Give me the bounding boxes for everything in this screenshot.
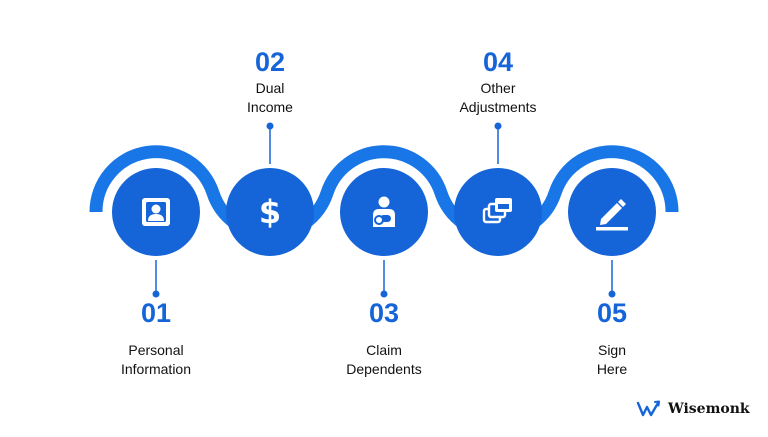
connector-dot [608, 290, 616, 298]
brand-name: Wisemonk [668, 401, 750, 417]
wave-band [89, 145, 679, 241]
step-label-line: Sign [597, 342, 627, 358]
step-label-line: Personal [128, 342, 184, 358]
step-label-line: Income [247, 99, 293, 115]
step-number: 02 [254, 47, 286, 77]
connector-dot [494, 122, 502, 130]
step-label-line: Information [120, 361, 192, 377]
wisemonk-logo-icon [636, 400, 660, 417]
step-label-line: Dependents [346, 361, 422, 377]
brand: Wisemonk [636, 398, 750, 420]
step-number: 04 [482, 47, 514, 77]
connector-dot [380, 290, 388, 298]
step-circle [226, 168, 314, 256]
step-label-line: Adjustments [459, 99, 537, 115]
connector-dot [152, 290, 160, 298]
person-dependents-icon [373, 196, 395, 227]
pen-sign-icon [596, 199, 628, 231]
connector-dot [266, 122, 274, 130]
stacked-windows-icon [482, 198, 512, 224]
dollar-icon: $ [259, 193, 281, 231]
step-number: 01 [140, 298, 172, 328]
person-card-icon [142, 198, 170, 226]
step-label-line: Other [480, 80, 516, 96]
step-label-line: Dual [255, 80, 285, 96]
step-label-line: Claim [366, 342, 402, 358]
svg-text:$: $ [259, 193, 281, 231]
step-label-line: Here [596, 361, 628, 377]
step-number: 03 [368, 298, 400, 328]
step-number: 05 [596, 298, 628, 328]
